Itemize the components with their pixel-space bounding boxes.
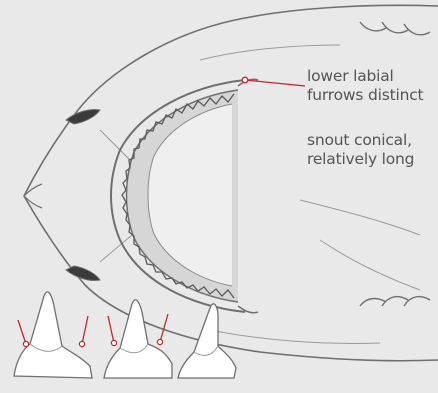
tooth-1-pointer-b-dot <box>79 341 84 346</box>
tooth-1-pointer-a-dot <box>23 341 28 346</box>
furrow-pointer-dot <box>242 77 248 83</box>
furrows-annotation-line1: lower labial <box>307 67 423 86</box>
tooth-2-pointer-b-dot <box>157 339 162 344</box>
furrows-annotation: lower labial furrows distinct <box>307 67 423 105</box>
tooth-2-pointer-a-dot <box>111 340 116 345</box>
snout-annotation: snout conical, relatively long <box>307 131 414 169</box>
furrows-annotation-line2: furrows distinct <box>307 86 423 105</box>
snout-annotation-line2: relatively long <box>307 150 414 169</box>
snout-annotation-line1: snout conical, <box>307 131 414 150</box>
